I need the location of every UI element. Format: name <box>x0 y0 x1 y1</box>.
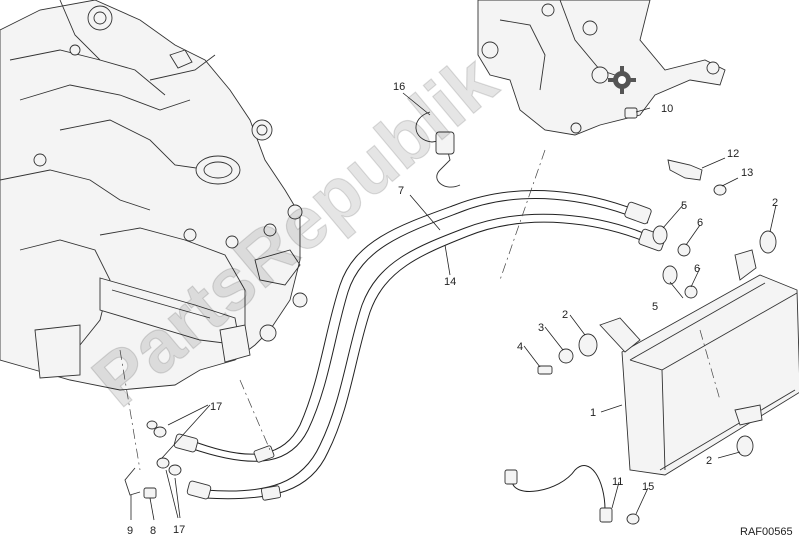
callout-3: 3 <box>538 322 544 334</box>
hose-clip-part <box>415 111 461 188</box>
callout-13: 13 <box>741 167 753 179</box>
callout-2: 2 <box>562 309 568 321</box>
leader-lines <box>119 92 777 521</box>
callout-4: 4 <box>517 341 523 353</box>
callout-9: 9 <box>127 525 133 537</box>
callout-labels: 1 2 2 2 3 4 5 5 6 6 7 8 9 10 11 12 13 14… <box>127 81 778 537</box>
small-parts <box>124 107 777 525</box>
callout-17: 17 <box>210 401 222 413</box>
engine-drawing <box>0 0 308 391</box>
callout-2: 2 <box>772 197 778 209</box>
callout-2: 2 <box>706 455 712 467</box>
callout-12: 12 <box>727 148 739 160</box>
frame-bracket-drawing <box>477 0 726 136</box>
callout-8: 8 <box>150 525 156 537</box>
callout-5: 5 <box>681 200 687 212</box>
gear-icon <box>608 66 636 94</box>
callout-14: 14 <box>444 276 456 288</box>
callout-10: 10 <box>661 103 673 115</box>
callout-1: 1 <box>590 407 596 419</box>
callout-7: 7 <box>398 185 404 197</box>
callout-6: 6 <box>694 263 700 275</box>
callout-5: 5 <box>652 301 658 313</box>
oil-cooler-part <box>599 249 799 476</box>
callout-15: 15 <box>642 481 654 493</box>
callout-17: 17 <box>173 524 185 536</box>
callout-11: 11 <box>612 476 623 488</box>
callout-16: 16 <box>393 81 405 93</box>
reference-code: RAF00565 <box>740 526 793 538</box>
callout-6: 6 <box>697 217 703 229</box>
